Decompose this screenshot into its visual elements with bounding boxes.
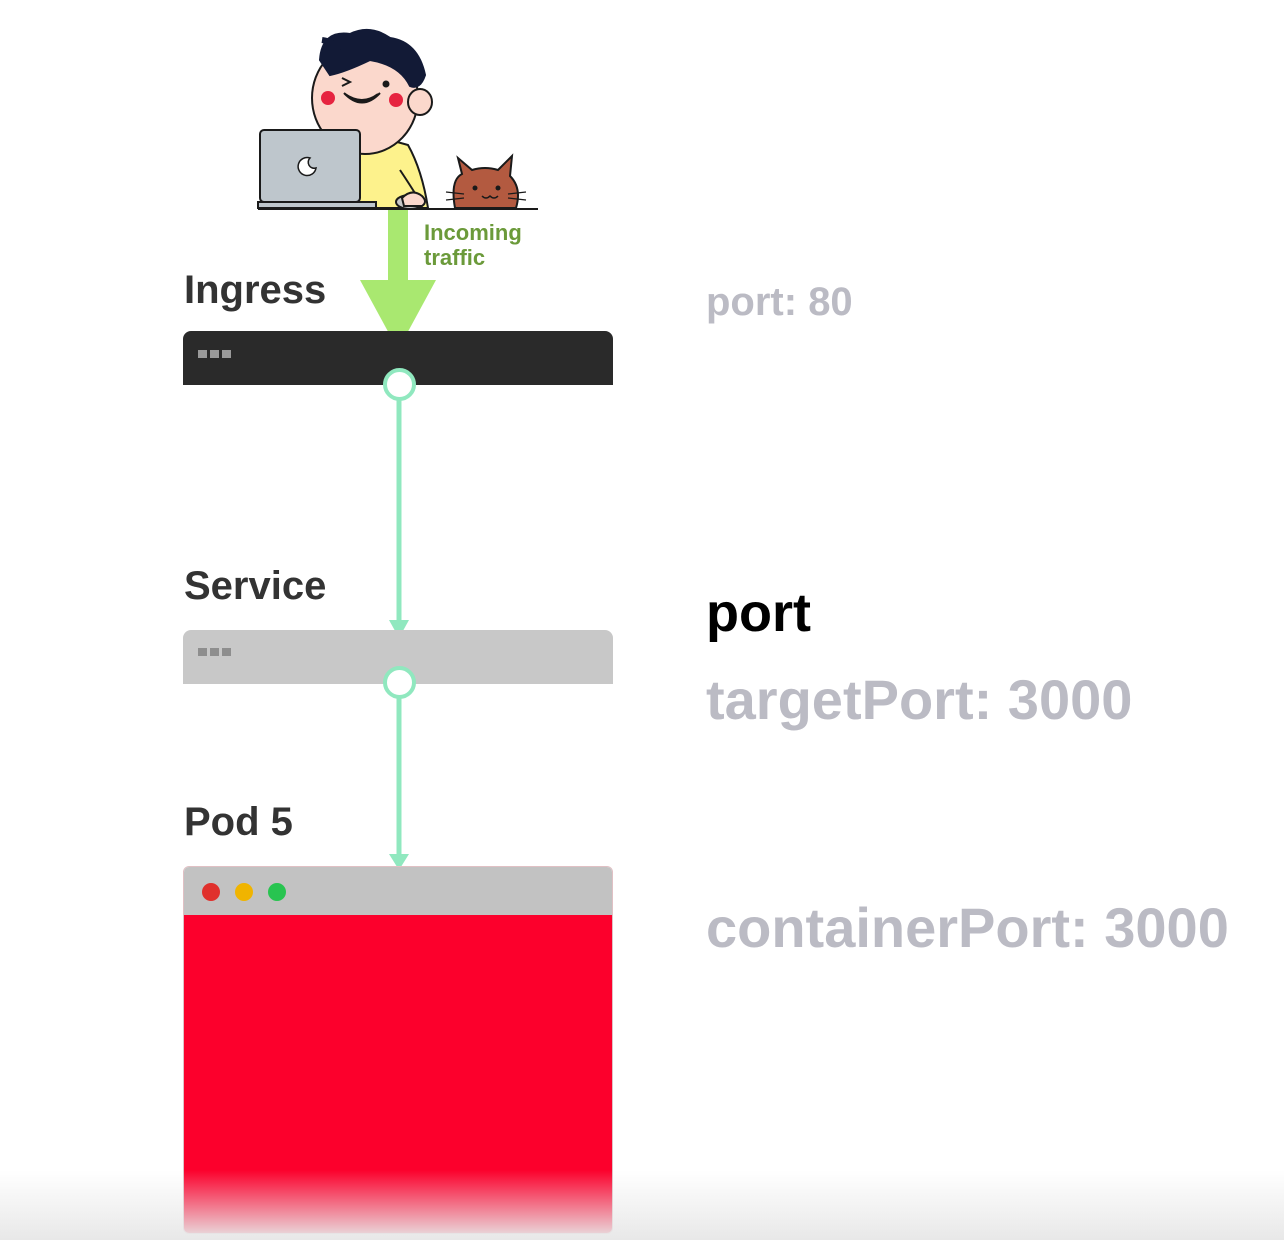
connector-lines [389, 384, 409, 870]
container-port-label: containerPort: 3000 [706, 896, 1229, 959]
service-port-circle-icon [383, 666, 416, 699]
pod-label: Pod 5 [184, 800, 293, 844]
ellipsis-dots-icon [198, 643, 234, 661]
ingress-label: Ingress [184, 268, 327, 312]
pod-titlebar [184, 867, 612, 915]
ingress-port-label: port: 80 [706, 280, 853, 324]
maximize-light-icon [268, 883, 286, 901]
minimize-light-icon [235, 883, 253, 901]
bottom-fade [0, 1170, 1284, 1240]
down-arrow-icon [360, 210, 436, 350]
service-port-label: port [706, 583, 811, 643]
developer-illustration [257, 28, 538, 210]
ellipsis-dots-icon [198, 345, 234, 363]
ingress-port-circle-icon [383, 368, 416, 401]
close-light-icon [202, 883, 220, 901]
target-port-label: targetPort: 3000 [706, 668, 1133, 731]
service-label: Service [184, 564, 327, 608]
incoming-traffic-label: Incoming traffic [424, 220, 522, 270]
